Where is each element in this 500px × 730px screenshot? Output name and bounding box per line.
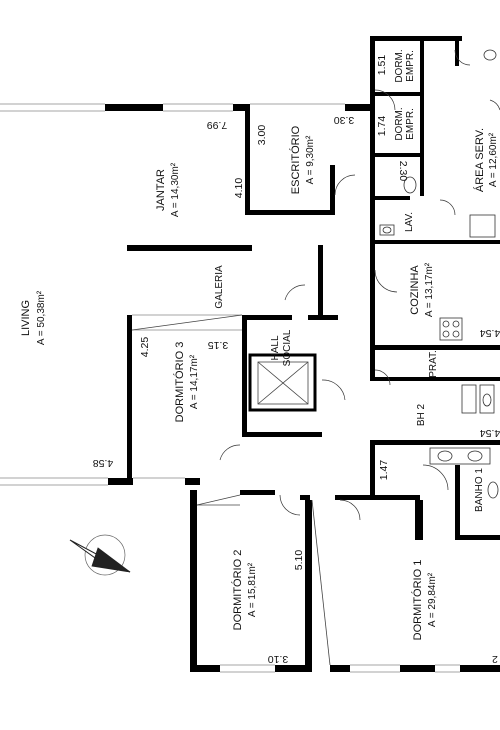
dim-1-51: 1.51 <box>376 55 388 76</box>
dim-3-00: 3.00 <box>256 125 268 146</box>
doors <box>219 49 500 521</box>
windows <box>0 103 460 673</box>
room-labels: LIVING A = 50,38m² JANTAR A = 14,30m² ES… <box>20 49 499 640</box>
room-banho1-name: BANHO 1 <box>474 468 485 512</box>
room-area-serv-name: ÁREA SERV. <box>473 128 486 192</box>
room-jantar-area: A = 14,30m² <box>170 162 181 217</box>
room-escritorio-name: ESCRITÓRIO <box>289 125 302 194</box>
room-area-serv-area: A = 12,60m² <box>488 132 499 187</box>
room-dormitorio-3-name: DORMITÓRIO 3 <box>173 342 186 423</box>
room-dormitorio-2-name: DORMITÓRIO 2 <box>231 550 244 631</box>
room-prat-name: PRAT. <box>428 350 439 378</box>
room-dormitorio-2-area: A = 15,81m² <box>247 562 258 617</box>
dim-3-30: 3.30 <box>334 114 355 126</box>
room-dormitorio-3-area: A = 14,17m² <box>189 354 200 409</box>
dim-1-47: 1.47 <box>378 460 390 481</box>
elevator-shaft <box>248 353 317 412</box>
room-living-area: A = 50,38m² <box>36 290 47 345</box>
north-arrow-icon <box>69 534 131 576</box>
dim-3-15: 3.15 <box>208 339 229 351</box>
dim-2: 2 <box>492 653 498 665</box>
walls <box>105 36 500 672</box>
room-cozinha-name: COZINHA <box>409 265 421 315</box>
dim-1-74: 1.74 <box>376 116 388 137</box>
fixtures <box>379 49 499 499</box>
room-living-name: LIVING <box>20 300 32 336</box>
room-lav-name: LAV. <box>404 212 415 232</box>
dim-4-54-b: 4.54 <box>480 427 500 439</box>
room-escritorio-area: A = 9,30m² <box>305 135 316 184</box>
room-galeria-name: GALERIA <box>214 265 225 309</box>
room-dormitorio-1-name: DORMITÓRIO 1 <box>411 560 424 641</box>
room-cozinha-area: A = 13,17m² <box>424 262 435 317</box>
room-dorm-empr-1-name: DORM.EMPR. <box>394 49 416 82</box>
dim-5-10: 5.10 <box>293 550 305 571</box>
room-dorm-empr-2-name: DORM.EMPR. <box>394 107 416 140</box>
dim-3-10: 3.10 <box>268 653 289 665</box>
dim-4-58: 4.58 <box>93 457 114 469</box>
dim-4-25: 4.25 <box>139 337 151 358</box>
room-bh2-name: BH 2 <box>416 403 427 426</box>
dim-4-54-a: 4.54 <box>480 327 500 339</box>
dimension-labels: 1.51 1.74 2.30 7.99 3.00 3.30 4.10 3.15 … <box>93 55 500 665</box>
room-jantar-name: JANTAR <box>155 169 167 211</box>
room-hall-social-name: HALLSOCIAL <box>270 329 293 366</box>
dim-4-10: 4.10 <box>233 178 245 199</box>
dim-7-99: 7.99 <box>207 119 228 131</box>
dim-2-30: 2.30 <box>397 161 409 182</box>
room-dormitorio-1-area: A = 29,84m² <box>427 572 438 627</box>
